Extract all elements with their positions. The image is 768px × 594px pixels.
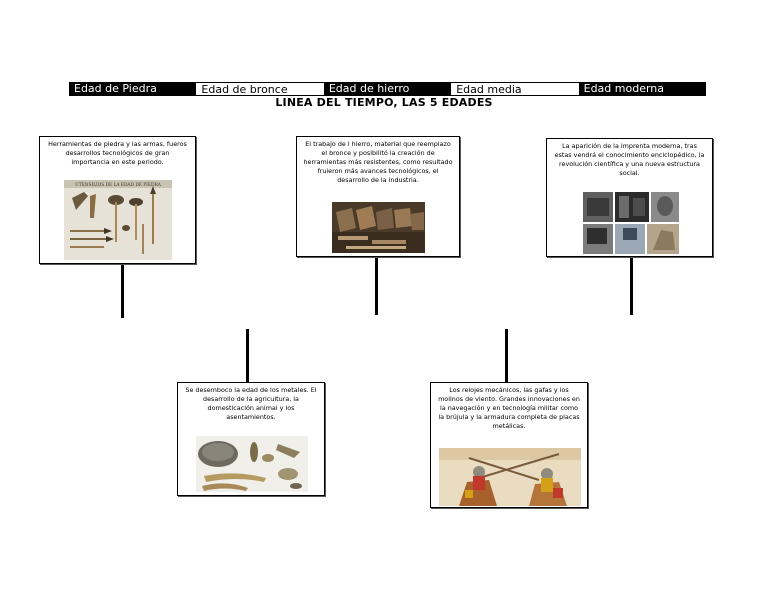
bronze-artifacts-image (196, 436, 308, 492)
age-medieval: Edad media (451, 82, 579, 96)
event-card-iron-age: El trabajo de l hierro, material que ree… (296, 136, 460, 257)
event-text: La aparición de la imprenta moderna, tra… (554, 142, 705, 177)
age-iron: Edad de hierro (323, 82, 452, 96)
iron-tools-image (332, 202, 425, 253)
age-bronze: Edad de bronce (196, 82, 324, 96)
event-card-bronze-age: Se desemboco la edad de los metales. El … (177, 382, 325, 496)
connector-medieval (505, 329, 508, 383)
printing-tech-image (583, 192, 679, 254)
ages-bar: Edad de Piedra Edad de bronce Edad de hi… (69, 82, 707, 96)
event-card-stone-age: Herramientas de piedra y las armas, fuer… (39, 136, 196, 264)
event-text: El trabajo de l hierro, material que ree… (303, 140, 453, 184)
stone-tools-image: UTENSILIOS DE LA EDAD DE PIEDRA (64, 180, 172, 260)
connector-stone (121, 264, 124, 318)
connector-iron (375, 257, 378, 315)
event-card-modern-age: La aparición de la imprenta moderna, tra… (546, 138, 713, 257)
age-stone: Edad de Piedra (69, 82, 197, 96)
event-text: Herramientas de piedra y las armas, fuer… (48, 140, 187, 166)
knights-image (439, 448, 581, 506)
event-text: Los relojes mecánicos, las gafas y los m… (438, 386, 580, 430)
diagram-title: LINEA DEL TIEMPO, LAS 5 EDADES (275, 96, 493, 109)
image-caption: UTENSILIOS DE LA EDAD DE PIEDRA (75, 183, 162, 188)
connector-modern (630, 257, 633, 315)
event-text: Se desemboco la edad de los metales. El … (185, 386, 317, 421)
age-modern: Edad moderna (578, 82, 707, 96)
event-card-middle-ages: Los relojes mecánicos, las gafas y los m… (430, 382, 588, 508)
connector-bronze (246, 329, 249, 383)
